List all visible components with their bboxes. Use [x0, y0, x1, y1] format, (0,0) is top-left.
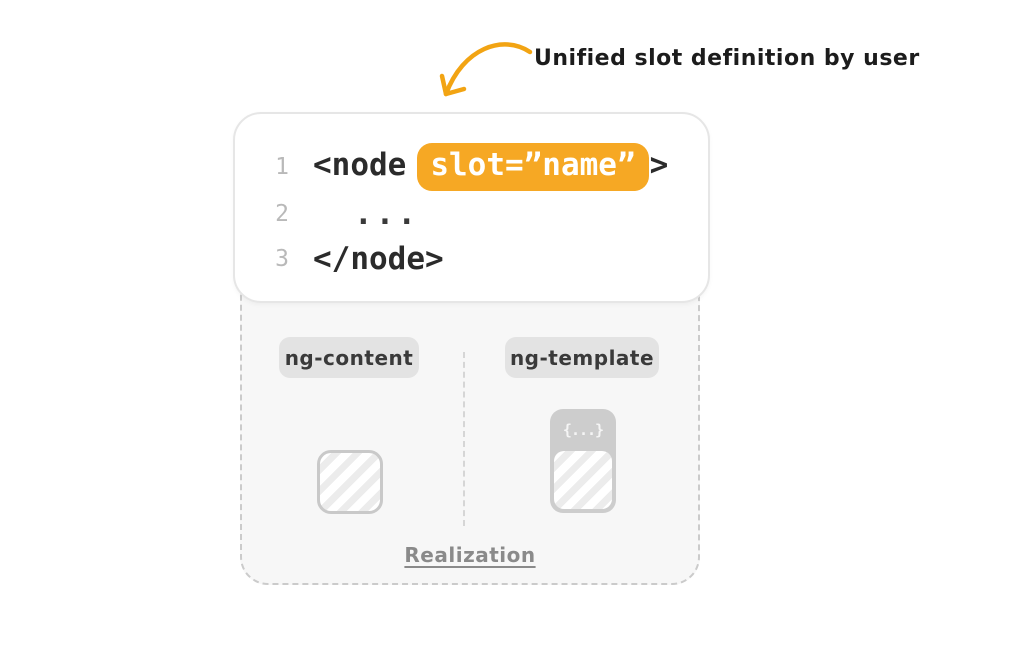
- code-text-line-2: ...: [354, 196, 419, 232]
- slot-attribute-highlight: slot=”name”: [417, 143, 649, 191]
- realization-caption: Realization: [404, 543, 536, 567]
- annotation-label: Unified slot definition by user: [534, 46, 920, 71]
- template-code-badge: {...}: [562, 421, 604, 439]
- ng-template-placeholder: {...}: [550, 409, 616, 513]
- code-text-line-1: <node slot=”name”>: [313, 143, 669, 191]
- line-number-2: 2: [275, 201, 289, 227]
- line-number-3: 3: [275, 246, 289, 272]
- ng-template-badge: ng-template: [505, 337, 659, 378]
- code-text-line-3: </node>: [313, 241, 444, 277]
- template-content-area: [554, 451, 612, 509]
- code-line-1: 1 <node slot=”name”>: [235, 142, 708, 192]
- curved-arrow-icon: [439, 42, 533, 97]
- ng-content-badge: ng-content: [279, 337, 419, 378]
- code-close-bracket: >: [649, 147, 669, 184]
- vertical-divider: [463, 352, 465, 526]
- line-number-1: 1: [275, 154, 289, 180]
- code-open-tag: <node: [313, 147, 407, 184]
- code-line-2: 2 ...: [235, 192, 708, 236]
- code-line-3: 3 </node>: [235, 236, 708, 282]
- code-panel: 1 <node slot=”name”> 2 ... 3 </node>: [233, 112, 710, 303]
- ng-content-placeholder: [317, 450, 383, 514]
